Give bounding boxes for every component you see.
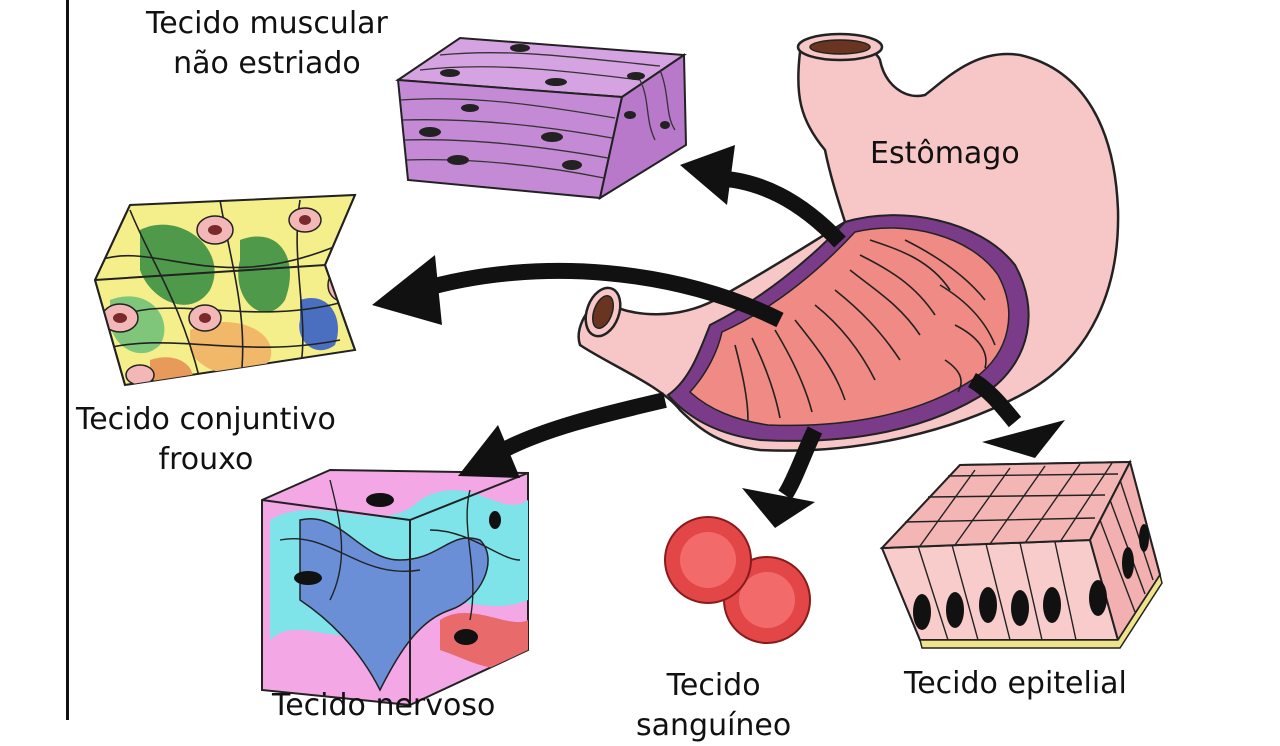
label-smooth-muscle: Tecido muscular não estriado <box>146 4 388 84</box>
label-nervous: Tecido nervoso <box>272 688 496 723</box>
arrow-to-nervous <box>458 392 667 478</box>
muscle-side-face <box>598 53 688 201</box>
arrow-to-blood <box>742 426 823 528</box>
label-blood-line1: Tecido <box>666 668 761 703</box>
label-loose-connective-line1: Tecido conjuntivo <box>76 402 336 437</box>
label-loose-connective: Tecido conjuntivo frouxo <box>76 400 336 480</box>
epithelial-block <box>879 459 1163 649</box>
nervous-nuclei <box>294 493 501 645</box>
label-blood: Tecido sanguíneo <box>636 666 791 746</box>
stomach-mucosa <box>688 227 1010 427</box>
label-loose-connective-line2: frouxo <box>158 442 254 477</box>
muscle-nuclei <box>419 44 670 170</box>
arrow-to-connective <box>372 255 784 328</box>
muscle-front-face <box>396 78 624 200</box>
arrows <box>372 145 1065 528</box>
arrow-to-muscle <box>680 145 846 248</box>
label-smooth-muscle-line2: não estriado <box>173 46 361 81</box>
label-blood-line2: sanguíneo <box>636 708 792 743</box>
nervous-tissue-block <box>261 468 529 707</box>
mucosa-fold-lines <box>734 239 996 421</box>
left-border-line <box>66 0 69 720</box>
arrow-to-epithelial <box>967 373 1065 458</box>
stomach <box>577 32 1120 452</box>
blood-cells <box>664 516 811 644</box>
connective-tissue-block <box>93 193 357 387</box>
label-stomach: Estômago <box>870 136 1020 171</box>
tissue-diagram <box>93 32 1163 707</box>
label-smooth-muscle-line1: Tecido muscular <box>146 6 388 41</box>
epithelial-nuclei <box>913 524 1149 630</box>
label-epithelial: Tecido epitelial <box>904 666 1127 701</box>
smooth-muscle-block <box>395 36 688 201</box>
